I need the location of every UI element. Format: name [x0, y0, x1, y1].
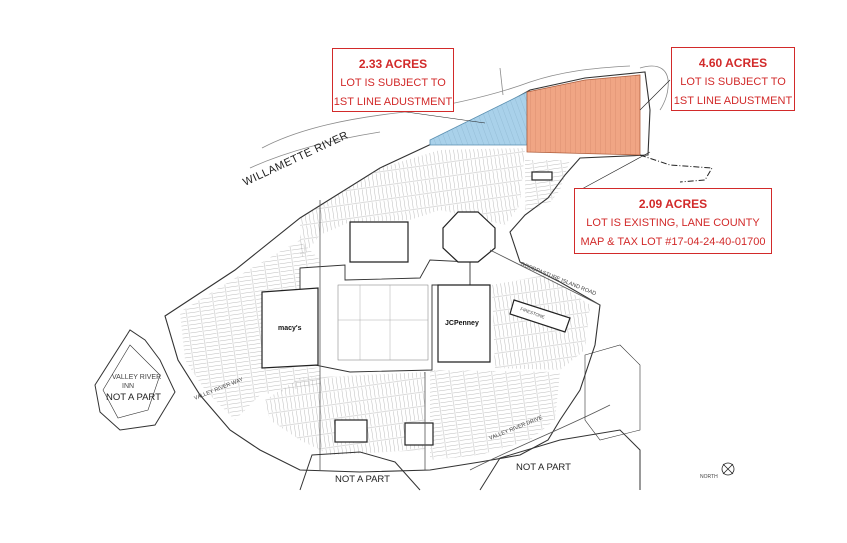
not-a-part-left-label: NOT A PART	[106, 392, 161, 403]
north-arrow-icon	[721, 462, 735, 476]
callout-orange-lot-acres: 4.60 ACRES	[698, 56, 768, 70]
pad-building-left	[334, 419, 368, 443]
callout-leaders	[391, 79, 671, 191]
callout-existing-lot-acres: 2.09 ACRES	[638, 197, 708, 211]
callout-blue-lot-acres: 2.33 ACRES	[358, 57, 428, 71]
callout-orange-lot-line1: LOT IS SUBJECT TO	[680, 76, 786, 88]
jcpenney-label: JCPenney	[445, 320, 479, 327]
octagon-store	[442, 211, 496, 263]
callout-blue-lot: 2.33 ACRES LOT IS SUBJECT TO 1ST LINE AD…	[332, 48, 454, 112]
orange-lot-shape[interactable]	[526, 74, 641, 156]
macys-label: macy's	[278, 325, 302, 332]
roads	[319, 200, 611, 471]
kiosk-building	[531, 171, 553, 181]
macys-store	[261, 287, 319, 369]
callout-orange-lot: 4.60 ACRES LOT IS SUBJECT TO 1ST LINE AD…	[671, 47, 795, 111]
not-a-part-bottom-label: NOT A PART	[335, 474, 390, 485]
north-anchor-store	[349, 221, 409, 263]
jcpenney-store	[437, 284, 491, 363]
north-label: NORTH	[700, 474, 718, 480]
callout-blue-lot-line2: 1ST LINE ADUSTMENT	[333, 96, 453, 108]
anchor-stores	[261, 171, 571, 446]
callout-existing-lot: 2.09 ACRES LOT IS EXISTING, LANE COUNTY …	[574, 188, 772, 254]
river-label: WILLAMETTE RIVER	[241, 129, 350, 188]
not-a-part-right-label: NOT A PART	[516, 462, 571, 473]
river-banks	[249, 65, 669, 169]
mall-building	[299, 259, 471, 373]
callout-orange-lot-line2: 1ST LINE ADUSTMENT	[673, 95, 793, 107]
inn-label-line2: INN	[122, 383, 134, 390]
existing-lot-line	[639, 154, 713, 183]
property-boundary	[164, 71, 651, 473]
callout-blue-lot-line1: LOT IS SUBJECT TO	[340, 77, 446, 89]
pad-building-right	[404, 422, 434, 446]
firestone-store	[509, 299, 571, 333]
callout-existing-lot-line1: LOT IS EXISTING, LANE COUNTY	[586, 217, 760, 229]
inn-label-line1: VALLEY RIVER	[112, 374, 161, 381]
not-a-part-parcels	[94, 329, 641, 491]
callout-existing-lot-line2: MAP & TAX LOT #17-04-24-40-01700	[580, 236, 766, 248]
